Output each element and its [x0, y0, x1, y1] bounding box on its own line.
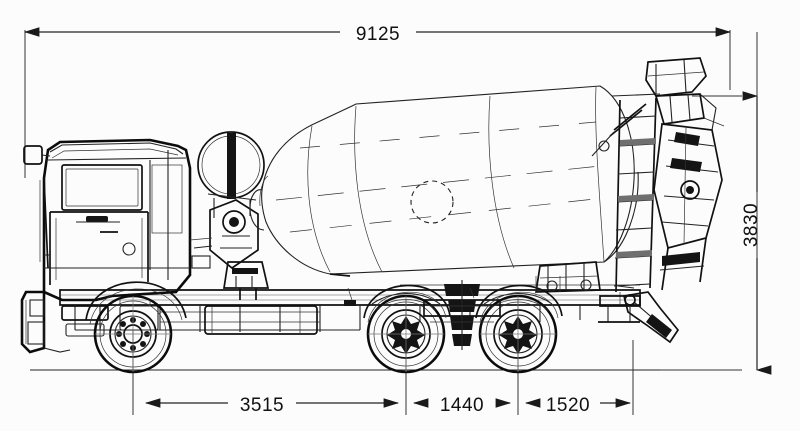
- dimension-rear-axle-to-end: 1520: [524, 395, 632, 416]
- rear-discharge-assembly: [591, 103, 723, 291]
- cab-window: [61, 164, 143, 211]
- front-fender: [85, 281, 187, 325]
- rear-underrun-bar: [598, 295, 641, 323]
- cab: [23, 138, 192, 302]
- dimension-mid-to-rear-axle: 1440: [412, 395, 512, 416]
- dimension-overall-height: 3830: [741, 91, 772, 375]
- misc-details: [119, 237, 561, 306]
- dimension-label-overall-length: 9125: [356, 24, 400, 45]
- front-wheel: [93, 294, 173, 374]
- discharge-chute: [617, 285, 680, 344]
- dimension-label-front-to-mid-axle: 3515: [240, 395, 284, 416]
- tandem-suspension: [371, 280, 553, 350]
- drum-inspection-hatch: [410, 180, 454, 224]
- dimension-label-mid-to-rear-axle: 1440: [440, 395, 484, 416]
- mixer-drum: [249, 85, 639, 277]
- mid-wheel: [366, 294, 446, 374]
- dimension-front-to-mid-axle: 3515: [144, 395, 400, 416]
- front-bumper: [20, 290, 109, 354]
- fuel-tank: [204, 305, 318, 335]
- charging-hopper: [645, 57, 725, 131]
- dimension-label-rear-axle-to-end: 1520: [546, 395, 590, 416]
- cab-step: [61, 305, 109, 321]
- mirror: [23, 145, 51, 165]
- rear-fenders: [363, 284, 563, 323]
- rear-ladder: [611, 93, 661, 293]
- dimension-label-overall-height: 3830: [741, 203, 762, 247]
- drum-roller-support: [535, 261, 601, 293]
- rear-wheel: [478, 294, 558, 374]
- dimension-overall-length: 9125: [23, 24, 732, 45]
- door-handle: [86, 216, 108, 222]
- drum-drive-unit: [209, 199, 270, 300]
- cab-door: [49, 211, 149, 285]
